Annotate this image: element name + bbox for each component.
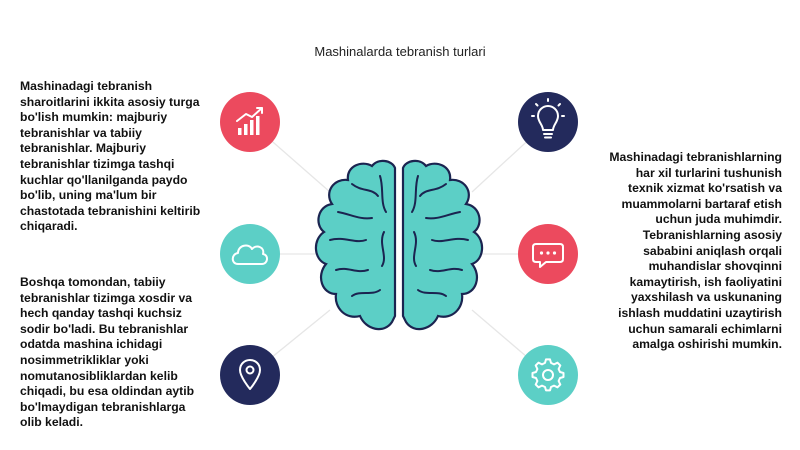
node-cloud: [220, 224, 280, 284]
page-title: Mashinalarda tebranish turlari: [314, 44, 486, 59]
left-top-text: Mashinadagi tebranish sharoitlarini ikki…: [20, 79, 201, 234]
node-chat: [518, 224, 578, 284]
brain-right-hemisphere: [401, 159, 484, 331]
growth-chart-icon: [236, 107, 263, 135]
brain-icon: [314, 159, 484, 331]
node-growth: [220, 92, 280, 152]
node-gear: [518, 345, 578, 405]
node-bulb: [518, 92, 578, 152]
cloud-icon: [231, 244, 268, 265]
brain-left-hemisphere: [314, 159, 397, 331]
node-pin: [220, 345, 280, 405]
right-text: Mashinadagi tebranishlarning har xil tur…: [609, 150, 782, 352]
left-bottom-text: Boshqa tomondan, tabiiy tebranishlar tiz…: [20, 275, 195, 430]
gear-icon: [531, 358, 565, 392]
location-pin-icon: [239, 359, 261, 390]
lightbulb-icon: [531, 98, 565, 139]
chat-bubble-icon: [532, 243, 564, 268]
